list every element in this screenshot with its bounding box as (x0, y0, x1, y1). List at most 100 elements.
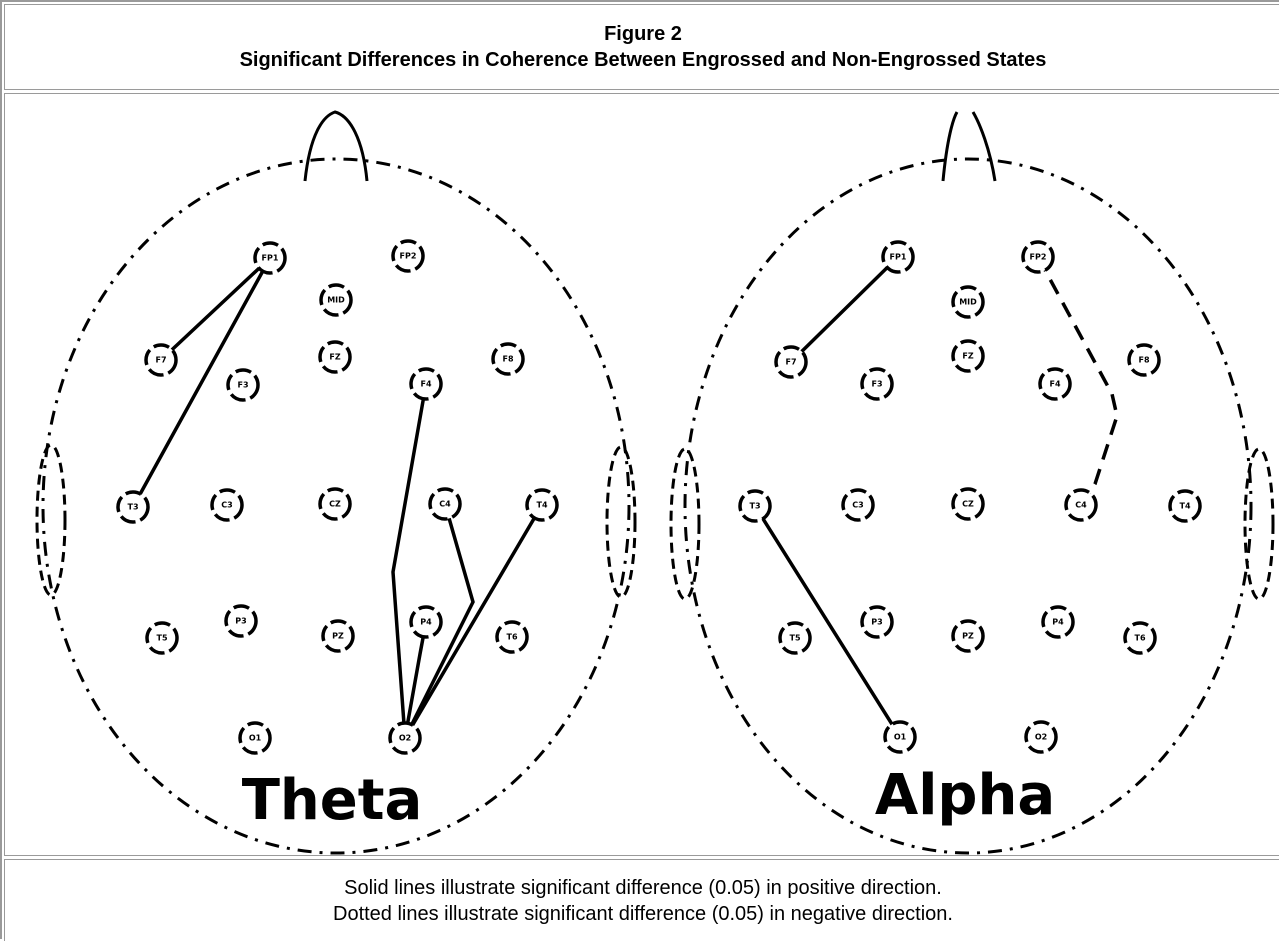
alpha-electrode-mid: MID (951, 285, 985, 319)
electrode-circle (1123, 621, 1157, 655)
theta-electrode-fp1: FP1 (253, 241, 287, 275)
theta-electrode-fz: FZ (318, 340, 352, 374)
electrode-circle (491, 342, 525, 376)
electrode-circle (1041, 605, 1075, 639)
electrode-circle (860, 367, 894, 401)
alpha-electrode-o1: O1 (883, 720, 917, 754)
alpha-electrode-t5: T5 (778, 621, 812, 655)
electrode-circle (881, 240, 915, 274)
electrode-circle (1064, 488, 1098, 522)
alpha-connection-t3-o1 (753, 504, 902, 739)
alpha-connection-fp1-f7 (789, 255, 900, 364)
theta-connection-fp1-f7 (159, 256, 272, 362)
electrode-circle (774, 345, 808, 379)
electrode-circle (318, 487, 352, 521)
electrode-circle (1021, 240, 1055, 274)
electrode-circle (238, 721, 272, 755)
electrode-label: T6 (1134, 634, 1145, 643)
electrode-label: C3 (852, 501, 863, 510)
alpha-electrode-t3: T3 (738, 489, 772, 523)
electrode-label: MID (959, 298, 977, 307)
electrode-label: T5 (156, 634, 167, 643)
theta-connection-t4-o2 (403, 503, 544, 740)
figure-caption: Solid lines illustrate significant diffe… (4, 859, 1279, 941)
caption-solid-lines: Solid lines illustrate significant diffe… (344, 876, 942, 899)
electrode-label: FZ (962, 352, 973, 361)
alpha-electrode-c3: C3 (841, 488, 875, 522)
theta-electrode-c3: C3 (210, 488, 244, 522)
theta-electrode-fp2: FP2 (391, 239, 425, 273)
caption-dotted-lines: Dotted lines illustrate significant diff… (333, 902, 953, 925)
theta-electrode-c4: C4 (428, 487, 462, 521)
electrode-circle (253, 241, 287, 275)
alpha-band-label: Alpha (875, 763, 1055, 828)
theta-nose (303, 110, 369, 182)
electrode-label: F4 (420, 380, 431, 389)
electrode-label: C4 (439, 500, 451, 509)
electrode-circle (1038, 367, 1072, 401)
theta-band-label: Theta (242, 768, 423, 833)
electrode-circle (1024, 720, 1058, 754)
electrode-circle (428, 487, 462, 521)
electrode-label: F8 (1138, 356, 1149, 365)
alpha-electrode-f8: F8 (1127, 343, 1161, 377)
electrode-label: F8 (502, 355, 513, 364)
figure-heading: Significant Differences in Coherence Bet… (239, 49, 1047, 71)
theta-electrode-f3: F3 (226, 368, 260, 402)
alpha-electrode-fp2: FP2 (1021, 240, 1055, 274)
theta-electrode-t5: T5 (145, 621, 179, 655)
theta-connection-c4-o2 (403, 502, 475, 740)
electrode-circle (391, 239, 425, 273)
electrode-circle (388, 721, 422, 755)
figure-number: Figure 2 (604, 23, 682, 45)
electrode-label: T5 (789, 634, 800, 643)
electrode-label: T3 (127, 503, 138, 512)
alpha-electrode-f3: F3 (860, 367, 894, 401)
electrode-circle (409, 367, 443, 401)
electrode-circle (778, 621, 812, 655)
electrode-label: F3 (871, 380, 882, 389)
electrode-circle (841, 488, 875, 522)
electrode-label: O1 (249, 734, 262, 743)
theta-connection-f4-o2 (391, 382, 428, 740)
electrode-label: CZ (329, 500, 341, 509)
electrode-circle (738, 489, 772, 523)
theta-electrode-o1: O1 (238, 721, 272, 755)
theta-electrode-t3: T3 (116, 490, 150, 524)
electrode-circle (951, 487, 985, 521)
alpha-electrode-p4: P4 (1041, 605, 1075, 639)
electrode-label: F7 (155, 356, 166, 365)
alpha-electrode-fp1: FP1 (881, 240, 915, 274)
electrode-label: PZ (332, 632, 344, 641)
theta-electrode-t6: T6 (495, 620, 529, 654)
theta-electrode-f4: F4 (409, 367, 443, 401)
electrode-circle (525, 488, 559, 522)
electrode-circle (860, 605, 894, 639)
theta-electrode-f8: F8 (491, 342, 525, 376)
alpha-left-ear (669, 447, 701, 601)
electrode-label: FZ (329, 353, 340, 362)
alpha-nose (941, 111, 997, 182)
electrode-label: F3 (237, 381, 248, 390)
alpha-electrode-t6: T6 (1123, 621, 1157, 655)
electrode-label: PZ (962, 632, 974, 641)
electrode-label: FP1 (262, 254, 279, 263)
electrode-label: O2 (399, 734, 411, 743)
electrode-circle (1168, 489, 1202, 523)
electrode-circle (210, 488, 244, 522)
theta-electrode-t4: T4 (525, 488, 559, 522)
electrode-label: P4 (1052, 618, 1064, 627)
alpha-electrode-cz: CZ (951, 487, 985, 521)
alpha-electrode-pz: PZ (951, 619, 985, 653)
theta-electrode-p4: P4 (409, 605, 443, 639)
alpha-electrode-t4: T4 (1168, 489, 1202, 523)
alpha-electrode-c4: C4 (1064, 488, 1098, 522)
theta-electrode-o2: O2 (388, 721, 422, 755)
electrode-circle (318, 340, 352, 374)
electrode-circle (321, 619, 355, 653)
electrode-label: P3 (235, 617, 246, 626)
